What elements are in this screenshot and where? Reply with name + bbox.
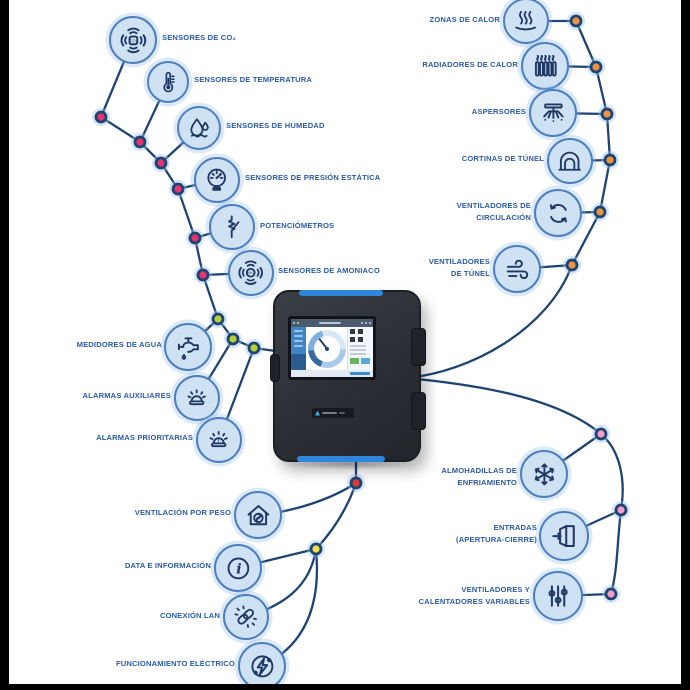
co2-sensor-icon: CO₂	[109, 16, 157, 64]
device-latch	[411, 328, 426, 366]
screen-statusbar	[291, 370, 373, 377]
junction-dot-green	[245, 339, 263, 357]
label-lan: CONEXIÓN LAN	[159, 610, 220, 620]
potentiometer-icon	[209, 204, 255, 250]
house-fan-icon	[234, 491, 282, 539]
label-zonas-calor: ZONAS DE CALOR	[429, 14, 500, 24]
lightning-bolt-icon	[238, 642, 286, 690]
pressure-gauge-icon	[194, 157, 240, 203]
label-alarmas-prio: ALARMAS PRIORITARIAS	[96, 432, 193, 442]
ammonia-sensor-icon: NH₃	[228, 250, 274, 296]
device-screen	[288, 316, 376, 380]
device-top-accent	[299, 290, 383, 296]
left-spine	[99, 115, 285, 354]
svg-text:i: i	[236, 561, 241, 577]
label-cortinas: CORTINAS DE TÚNEL	[461, 153, 544, 163]
label-agua: MEDIDORES DE AGUA	[76, 339, 162, 349]
frame-bar-right	[681, 0, 690, 690]
label-data: DATA E INFORMACIÓN	[124, 560, 211, 570]
label-aspersores: ASPERSORES	[471, 106, 526, 116]
junction-dot-pink	[152, 154, 170, 172]
device-latch	[411, 392, 426, 430]
label-radiadores: RADIADORES DE CALOR	[422, 59, 518, 69]
device-hinge	[270, 354, 280, 382]
label-potenciometros: POTENCIÓMETROS	[260, 220, 335, 230]
door-entry-icon	[539, 511, 589, 561]
brand-mark-icon	[315, 410, 320, 416]
snowflake-icon	[520, 450, 568, 498]
junction-dot-lightpink	[612, 501, 630, 519]
junction-dot-lightpink	[592, 425, 610, 443]
wind-icon	[493, 245, 541, 293]
label-peso: VENTILACIÓN POR PESO	[134, 507, 231, 517]
junction-dot-pink	[194, 266, 212, 284]
circular-gauge	[307, 329, 346, 368]
frame-bar-bottom	[0, 684, 690, 690]
junction-dot-red	[347, 474, 365, 492]
junction-dot-green	[209, 310, 227, 328]
label-presion: SENSORES DE PRESIÓN ESTÁTICA	[245, 172, 381, 182]
screen-gauge-panel	[306, 327, 347, 370]
sliders-icon	[533, 571, 583, 621]
label-humedad: SENSORES DE HUMEDAD	[226, 120, 325, 130]
screen-sidebar-menu	[291, 327, 306, 370]
mini-green-widget	[350, 357, 359, 364]
label-temperatura: SENSORES DE TEMPERATURA	[194, 74, 313, 84]
bottom-right-spine	[405, 376, 624, 596]
junction-dot-orange	[591, 203, 609, 221]
label-entradas: ENTRADAS(APERTURA-CIERRE)	[455, 522, 537, 544]
mini-blue-widget	[361, 357, 370, 364]
svg-text:!: !	[218, 438, 220, 445]
sprinkler-icon	[529, 89, 577, 137]
junction-dot-orange	[601, 151, 619, 169]
circular-arrows-icon	[534, 189, 582, 237]
junction-dot-orange	[587, 58, 605, 76]
junction-dot-green	[224, 330, 242, 348]
climate-controller-device	[270, 290, 426, 462]
humidity-drops-icon	[177, 106, 221, 150]
screen-body	[291, 327, 373, 370]
junction-dot-yellow	[307, 540, 325, 558]
heat-waves-icon	[503, 0, 549, 44]
alarm-priority-icon: !	[196, 417, 242, 463]
frame-bar-left	[0, 0, 9, 690]
svg-text:CO₂: CO₂	[129, 38, 137, 43]
screen-topbar	[291, 319, 373, 327]
radiator-icon	[521, 42, 569, 90]
label-alarmas-aux: ALARMAS AUXILIARES	[82, 390, 171, 400]
label-co2: SENSORES DE CO₂	[162, 32, 236, 42]
label-amoniaco: SENSORES DE AMONIACO	[278, 265, 380, 275]
device-bottom-accent	[297, 456, 385, 462]
junction-dot-pink	[92, 108, 110, 126]
chain-link-icon	[223, 594, 269, 640]
alarm-beacon-icon	[174, 375, 220, 421]
junction-dot-orange	[563, 256, 581, 274]
junction-dot-orange	[567, 12, 585, 30]
junction-dot-lightpink	[602, 585, 620, 603]
screen-controls-panel	[347, 327, 373, 370]
right-spine	[405, 19, 612, 380]
label-electrico: FUNCIONAMIENTO ELÉCTRICO	[115, 658, 235, 668]
junction-dot-pink	[186, 229, 204, 247]
device-logo-badge	[312, 408, 354, 418]
svg-text:NH₃: NH₃	[248, 271, 255, 275]
tunnel-arch-icon	[547, 138, 593, 184]
junction-dot-pink	[169, 180, 187, 198]
junction-dot-pink	[131, 133, 149, 151]
thermometer-icon	[147, 61, 189, 103]
info-icon: i	[214, 544, 262, 592]
junction-dot-orange	[598, 105, 616, 123]
water-faucet-icon	[164, 323, 212, 371]
